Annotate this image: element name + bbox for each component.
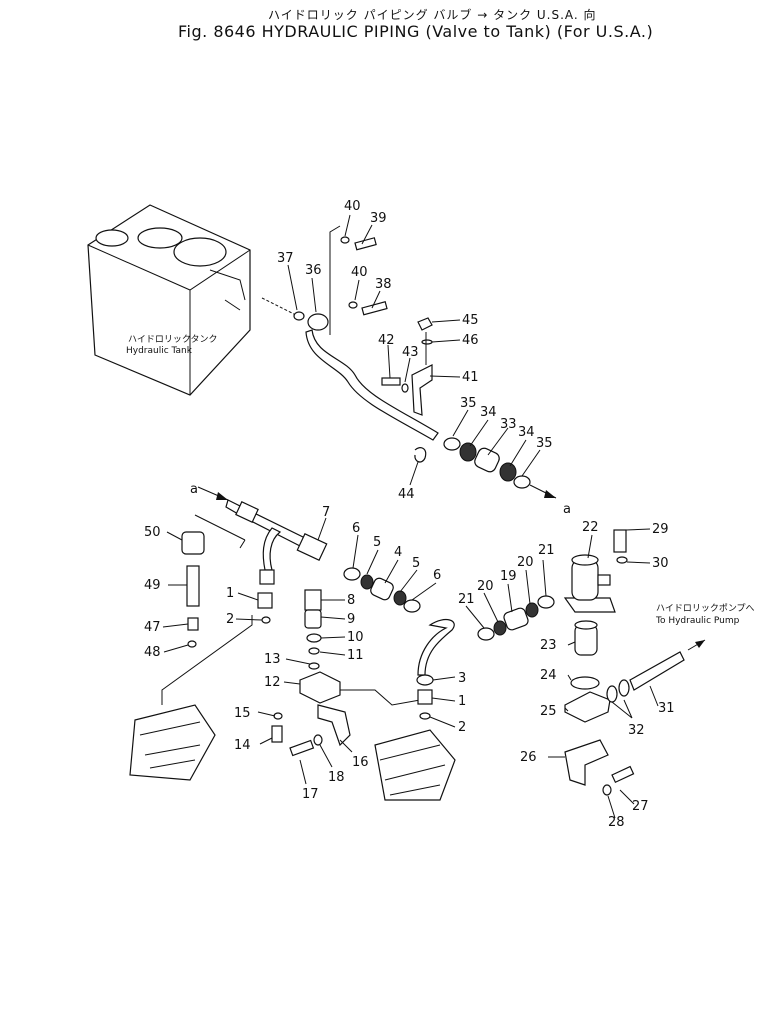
callout-8: 8 [347,593,355,608]
filter-assembly [563,529,628,723]
block-bracket [271,671,421,757]
callout-6b: 6 [433,568,441,583]
callout-41: 41 [462,370,479,385]
callout-23: 23 [540,638,557,653]
callout-1a: 1 [226,586,234,601]
callout-15: 15 [234,706,251,721]
pump-pipe [606,639,706,703]
tank-label-jp: ハイドロリックタンク [128,334,217,345]
callout-9: 9 [347,612,355,627]
callout-35a: 35 [460,396,477,411]
callout-12: 12 [264,675,281,690]
ref-a-bottom: a [563,502,571,517]
control-valve-left [129,615,253,781]
callout-16: 16 [352,755,369,770]
callout-22: 22 [582,520,599,535]
callout-24: 24 [540,668,557,683]
hose-assembly-right [477,595,555,641]
leader-lines [162,214,659,819]
callout-11: 11 [347,648,364,663]
callout-29: 29 [652,522,669,537]
callout-44: 44 [398,487,415,502]
clamp-bracket [381,317,433,416]
callout-34b: 34 [518,425,535,440]
callout-2b: 2 [458,720,466,735]
figure-title-japanese: ハイドロリック パイピング バルブ → タンク U.S.A. 向 [268,8,597,22]
callout-39: 39 [370,211,387,226]
fitting-stack-left [257,589,322,670]
callout-7: 7 [322,505,330,520]
callout-26: 26 [520,750,537,765]
pipe-right-middle [416,618,455,720]
callout-50: 50 [144,525,161,540]
callout-48: 48 [144,645,161,660]
callout-10: 10 [347,630,364,645]
hose-assembly-upper [414,437,531,489]
figure-title: Fig. 8646 HYDRAULIC PIPING (Valve to Tan… [178,22,654,41]
callout-40b: 40 [351,265,368,280]
callout-42: 42 [378,333,395,348]
callout-36: 36 [305,263,322,278]
callout-19: 19 [500,569,517,584]
callout-38: 38 [375,277,392,292]
callout-27: 27 [632,799,649,814]
pump-label-jp: ハイドロリックポンプへ [656,603,755,614]
callout-34a: 34 [480,405,497,420]
callout-25: 25 [540,704,557,719]
hose-assembly-middle [343,567,421,613]
ref-a-top: a [190,482,198,497]
callout-45: 45 [462,313,479,328]
control-valve-right [374,729,456,801]
callout-21b: 21 [538,543,555,558]
callout-28: 28 [608,815,625,830]
callout-37: 37 [277,251,294,266]
callout-20b: 20 [517,555,534,570]
fitting-stack-far-left [181,531,205,648]
callout-40a: 40 [344,199,361,214]
callout-3: 3 [458,671,466,686]
callout-33: 33 [500,417,517,432]
tank-label-en: Hydraulic Tank [126,346,193,356]
callout-46: 46 [462,333,479,348]
callout-35b: 35 [536,436,553,451]
callout-18: 18 [328,770,345,785]
callout-49: 49 [144,578,161,593]
callout-31: 31 [658,701,675,716]
callout-32: 32 [628,723,645,738]
callout-14: 14 [234,738,251,753]
hydraulic-tank [87,204,251,396]
pump-label-en: To Hydraulic Pump [655,616,740,626]
callout-47: 47 [144,620,161,635]
callout-30: 30 [652,556,669,571]
callout-numbers: 40 39 37 36 40 38 45 46 42 43 41 35 34 3… [144,199,675,830]
callout-1b: 1 [458,694,466,709]
callout-21a: 21 [458,592,475,607]
callout-4: 4 [394,545,402,560]
callout-5a: 5 [373,535,381,550]
callout-20a: 20 [477,579,494,594]
callout-17: 17 [302,787,319,802]
callout-5b: 5 [412,556,420,571]
pipe-assembly [194,499,328,585]
callout-6a: 6 [352,521,360,536]
return-pipe [261,297,439,441]
callout-13: 13 [264,652,281,667]
callout-2a: 2 [226,612,234,627]
filter-bracket [564,739,635,796]
callout-43: 43 [402,345,419,360]
